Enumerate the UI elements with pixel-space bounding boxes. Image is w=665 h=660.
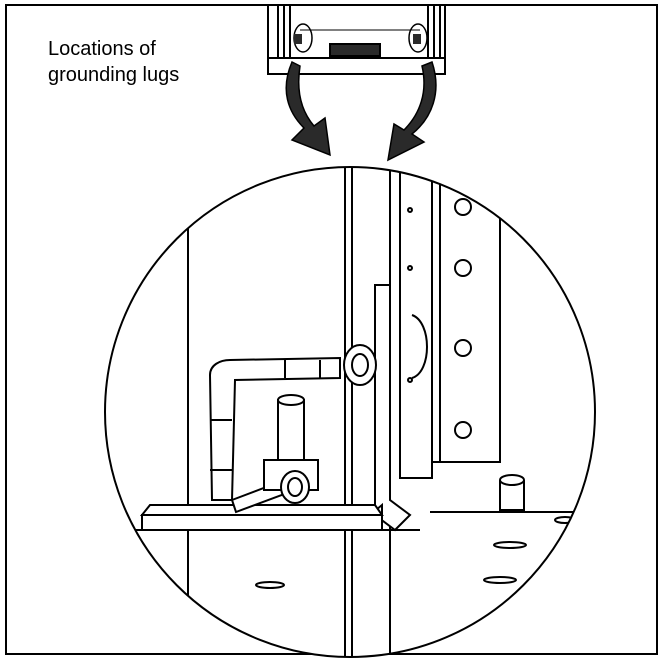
grounding-lug-icon: [139, 502, 384, 531]
mounting-hole-icon: [454, 421, 472, 439]
rack-icon: [267, 6, 446, 75]
mounting-hole-icon: [454, 259, 472, 277]
mounting-hole-icon: [454, 198, 472, 216]
mounting-hole-icon: [454, 339, 472, 357]
caption-label: Locations of grounding lugs: [48, 38, 180, 86]
curved-arrow-icon: [285, 60, 437, 162]
bolt-icon: [263, 344, 377, 504]
rack-upright: [399, 167, 501, 479]
bolt-icon: [499, 474, 525, 511]
